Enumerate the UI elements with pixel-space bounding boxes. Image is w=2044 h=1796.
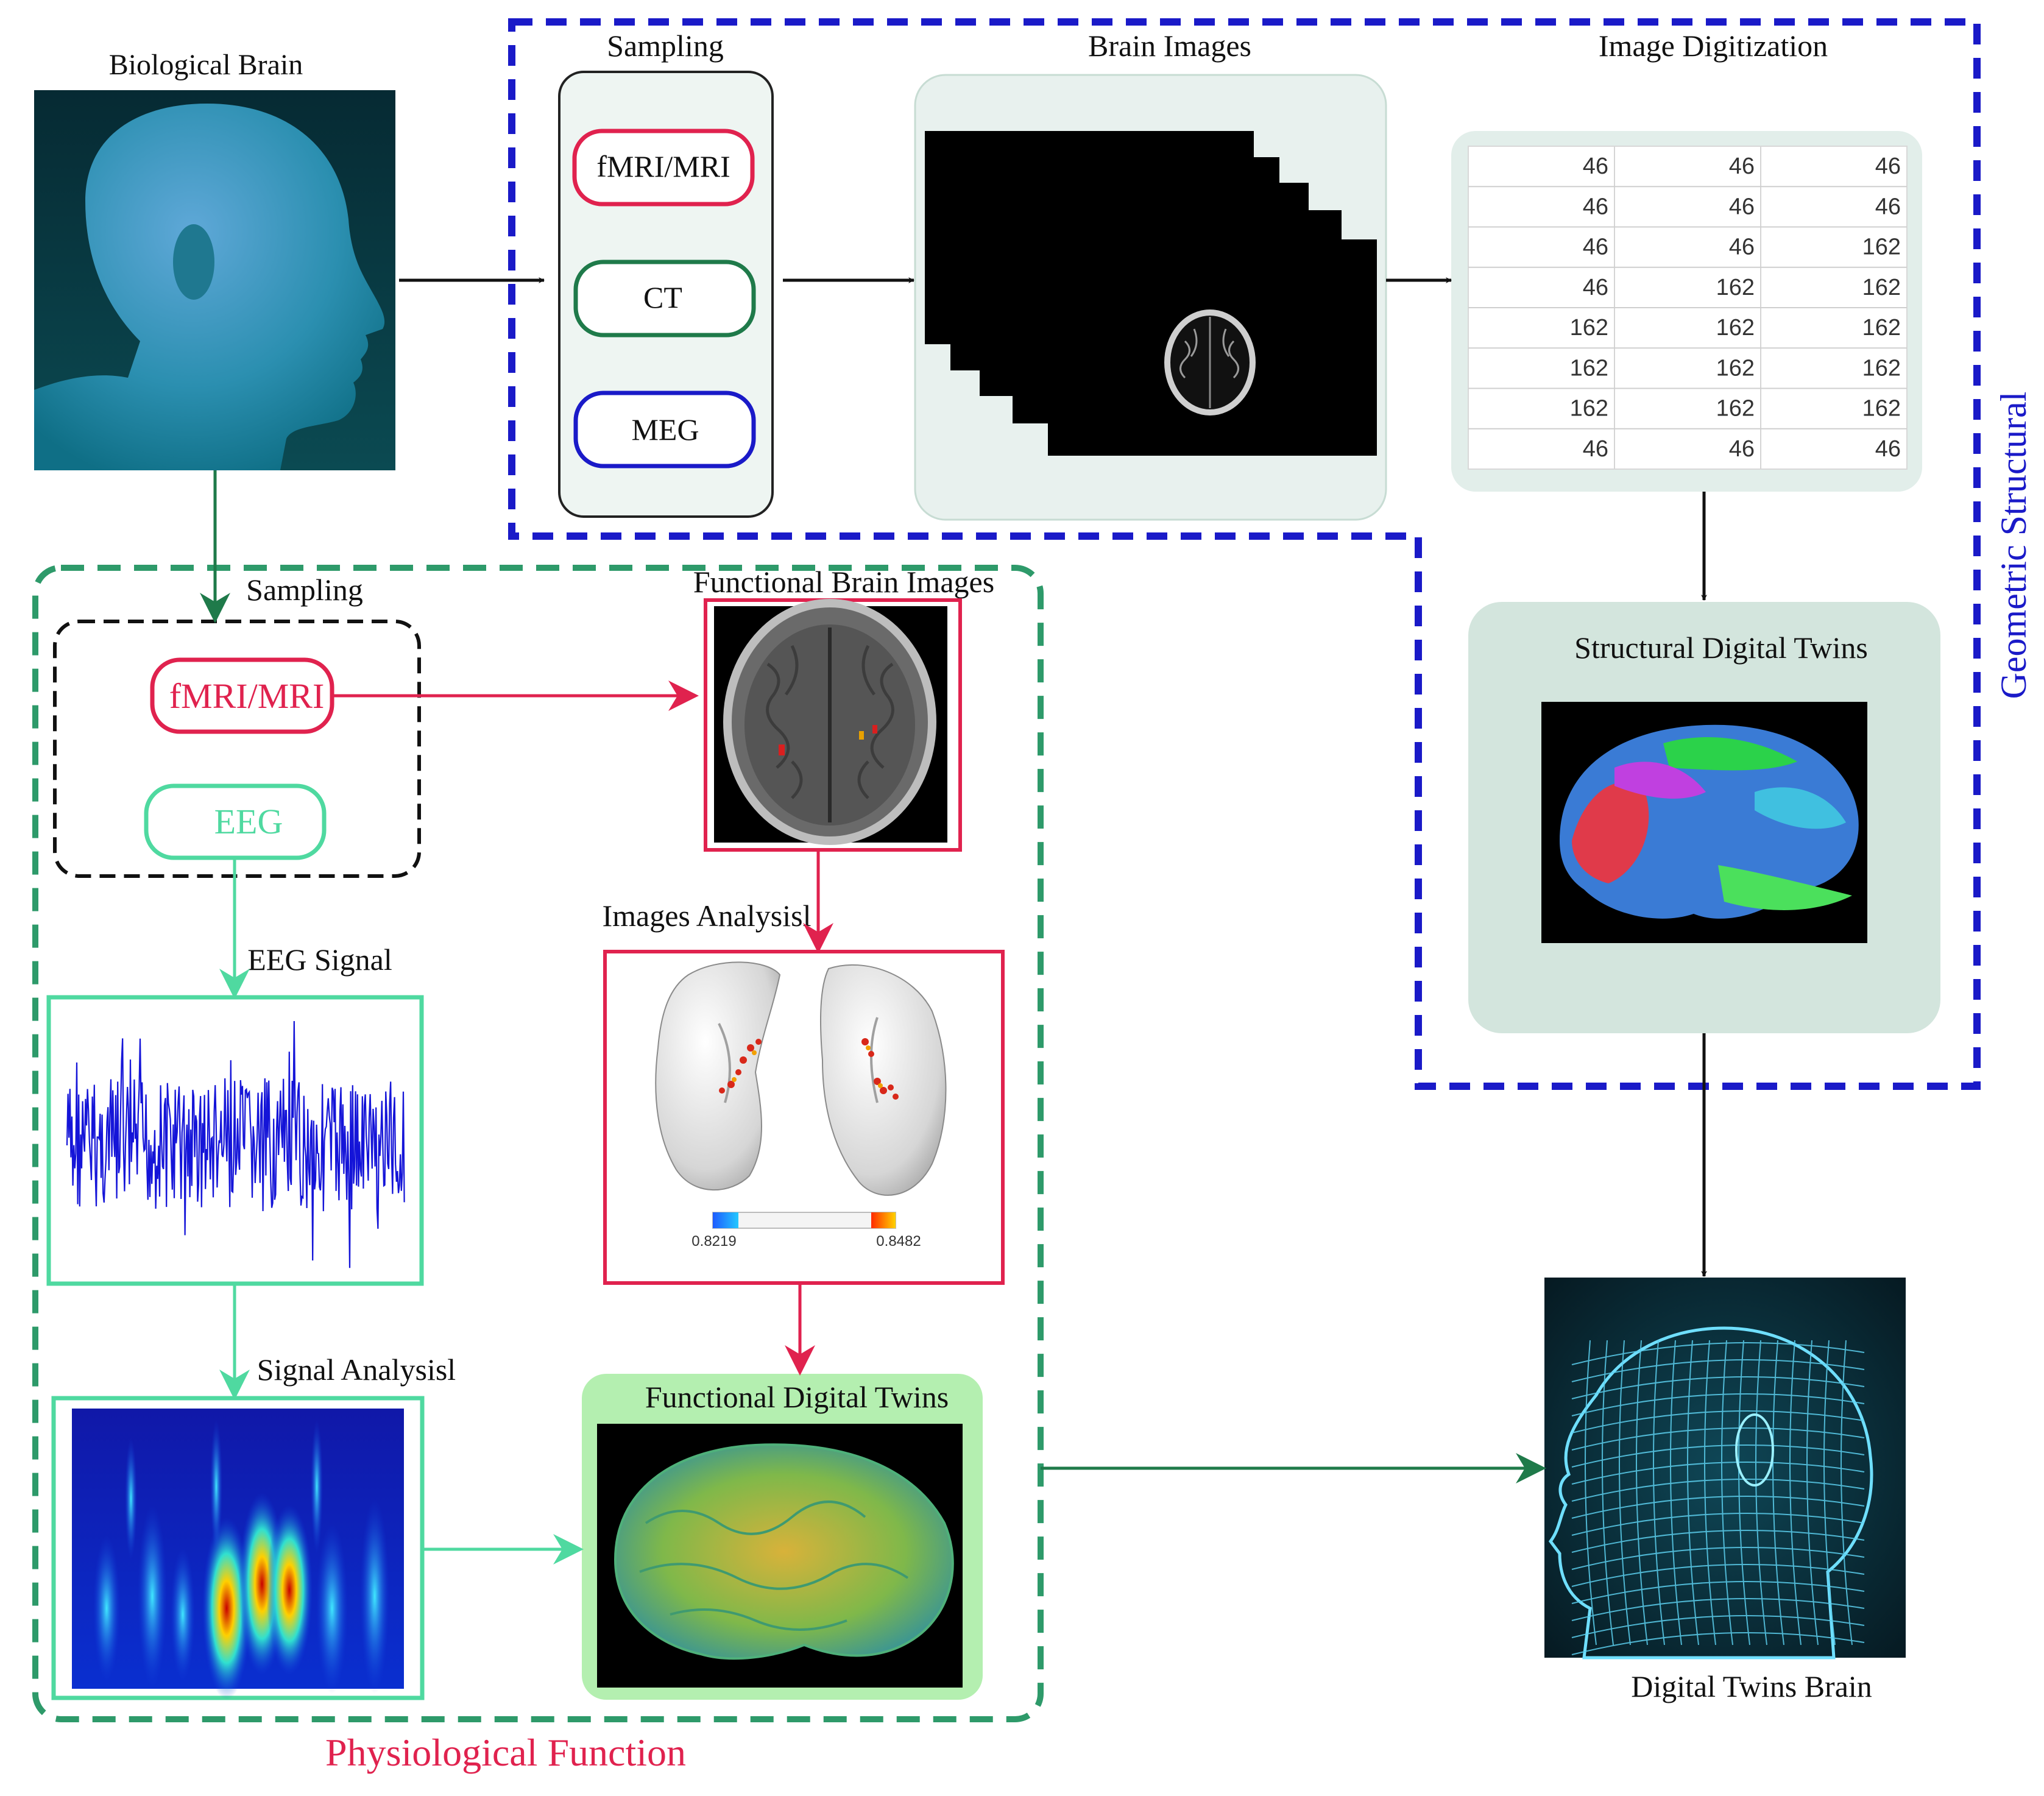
wireframe-line [1571, 1359, 1865, 1382]
digital-twins-brain-image [1544, 1278, 1906, 1660]
images-analysis-colorbar [712, 1212, 896, 1229]
table-cell: 46 [1729, 436, 1755, 462]
wireframe-line [1755, 1340, 1767, 1646]
wireframe-line [1571, 1615, 1865, 1638]
wireframe-line [1823, 1340, 1836, 1646]
spectrogram-image [72, 1409, 404, 1700]
structural-tractography-image [1541, 702, 1867, 943]
table-cell: 46 [1729, 194, 1755, 219]
wireframe-line [1721, 1340, 1733, 1646]
wireframe-line [1704, 1340, 1716, 1646]
signal-analysis-label: Signal Analysisl [257, 1352, 456, 1387]
wireframe-line [1585, 1340, 1597, 1646]
functional-brain-images-label: Functional Brain Images [693, 565, 994, 599]
arrows [200, 277, 1707, 1564]
wireframe-line [1571, 1393, 1865, 1416]
geometric-structural-region [508, 18, 1981, 1090]
wireframe-line [1636, 1340, 1648, 1646]
table-cell: 162 [1716, 315, 1755, 341]
wireframe-line [1571, 1547, 1865, 1570]
wireframe-line [1571, 1342, 1865, 1365]
wireframe-line [1571, 1581, 1865, 1604]
image-digitization-label: Image Digitization [1599, 29, 1828, 63]
physiological-function-label: Physiological Function [325, 1731, 686, 1774]
sampling-left-eeg-text: EEG [214, 802, 283, 841]
wireframe-line [1571, 1410, 1865, 1434]
table-cell: 46 [1583, 235, 1608, 260]
digitization-table: 46 46 46 46 46 46 46 46 162 46 162 162 162 162 162 162 1… [1468, 146, 1908, 470]
wireframe-line [1571, 1598, 1865, 1621]
table-cell: 162 [1862, 275, 1901, 300]
wireframe-line [1571, 1376, 1865, 1399]
eeg-signal-label: EEG Signal [247, 942, 392, 977]
digital-twins-brain-label: Digital Twins Brain [1631, 1669, 1872, 1703]
sampling-left-label: Sampling [246, 573, 363, 607]
table-cell: 162 [1862, 235, 1901, 260]
sampling-left-panel [53, 620, 421, 878]
geometric-structural-label: Geometric Structural [1993, 392, 2034, 699]
sampling-top-fmri-text: fMRI/MRI [596, 149, 730, 183]
table-cell: 162 [1716, 355, 1755, 381]
wireframe-line [1772, 1340, 1784, 1646]
wireframe-line [1571, 1632, 1865, 1655]
colorbar-max-label: 0.8482 [876, 1233, 921, 1250]
table-cell: 46 [1875, 436, 1901, 462]
sampling-top-label: Sampling [607, 29, 724, 63]
table-cell: 162 [1862, 396, 1901, 422]
table-cell: 162 [1716, 396, 1755, 422]
wireframe-line [1670, 1340, 1682, 1646]
wireframe-line [1619, 1340, 1631, 1646]
sampling-top-fmri-pill [572, 129, 755, 207]
wireframe-line [1602, 1340, 1614, 1646]
brain-images-label: Brain Images [1088, 29, 1251, 63]
wireframe-line [1738, 1340, 1750, 1646]
table-cell: 162 [1570, 355, 1608, 381]
biological-brain-image [34, 90, 395, 470]
table-cell: 46 [1729, 235, 1755, 260]
table-cell: 46 [1875, 154, 1901, 179]
eeg-signal-trace [66, 1020, 405, 1268]
wireframe-line [1841, 1340, 1853, 1646]
table-cell: 162 [1570, 396, 1608, 422]
brain-image-stack [925, 131, 1377, 456]
table-cell: 162 [1862, 315, 1901, 341]
functional-digital-twins-label: Functional Digital Twins [645, 1380, 949, 1414]
table-cell: 162 [1716, 275, 1755, 300]
sampling-top-ct-pill [573, 260, 756, 338]
images-analysis-brain-render [655, 961, 947, 1196]
functional-brain-mri-image [714, 599, 947, 845]
wireframe-line [1571, 1530, 1865, 1553]
functional-brain-render [597, 1424, 963, 1688]
table-cell: 162 [1862, 355, 1901, 381]
wireframe-line [1571, 1513, 1865, 1536]
wireframe-line [1789, 1340, 1802, 1646]
physiological-function-region [32, 565, 1044, 1722]
sampling-top-meg-pill [573, 391, 756, 468]
wireframe-line [1653, 1340, 1665, 1646]
wireframe-line [1571, 1564, 1865, 1587]
table-cell: 46 [1583, 194, 1608, 219]
images-analysis-label: Images Analysisl [602, 899, 811, 933]
table-cell: 46 [1583, 154, 1608, 179]
table-cell: 46 [1729, 154, 1755, 179]
table-cell: 162 [1570, 315, 1608, 341]
colorbar-min-label: 0.8219 [691, 1233, 736, 1250]
table-cell: 46 [1583, 436, 1608, 462]
wireframe-line [1687, 1340, 1699, 1646]
table-cell: 46 [1875, 194, 1901, 219]
structural-digital-twins-label: Structural Digital Twins [1574, 631, 1868, 665]
sampling-top-meg-text: MEG [631, 412, 699, 447]
wireframe-line [1806, 1340, 1819, 1646]
sampling-left-fmri-text: fMRI/MRI [169, 676, 325, 716]
table-cell: 46 [1583, 275, 1608, 300]
biological-brain-label: Biological Brain [109, 49, 303, 81]
sampling-top-ct-text: CT [643, 280, 682, 314]
